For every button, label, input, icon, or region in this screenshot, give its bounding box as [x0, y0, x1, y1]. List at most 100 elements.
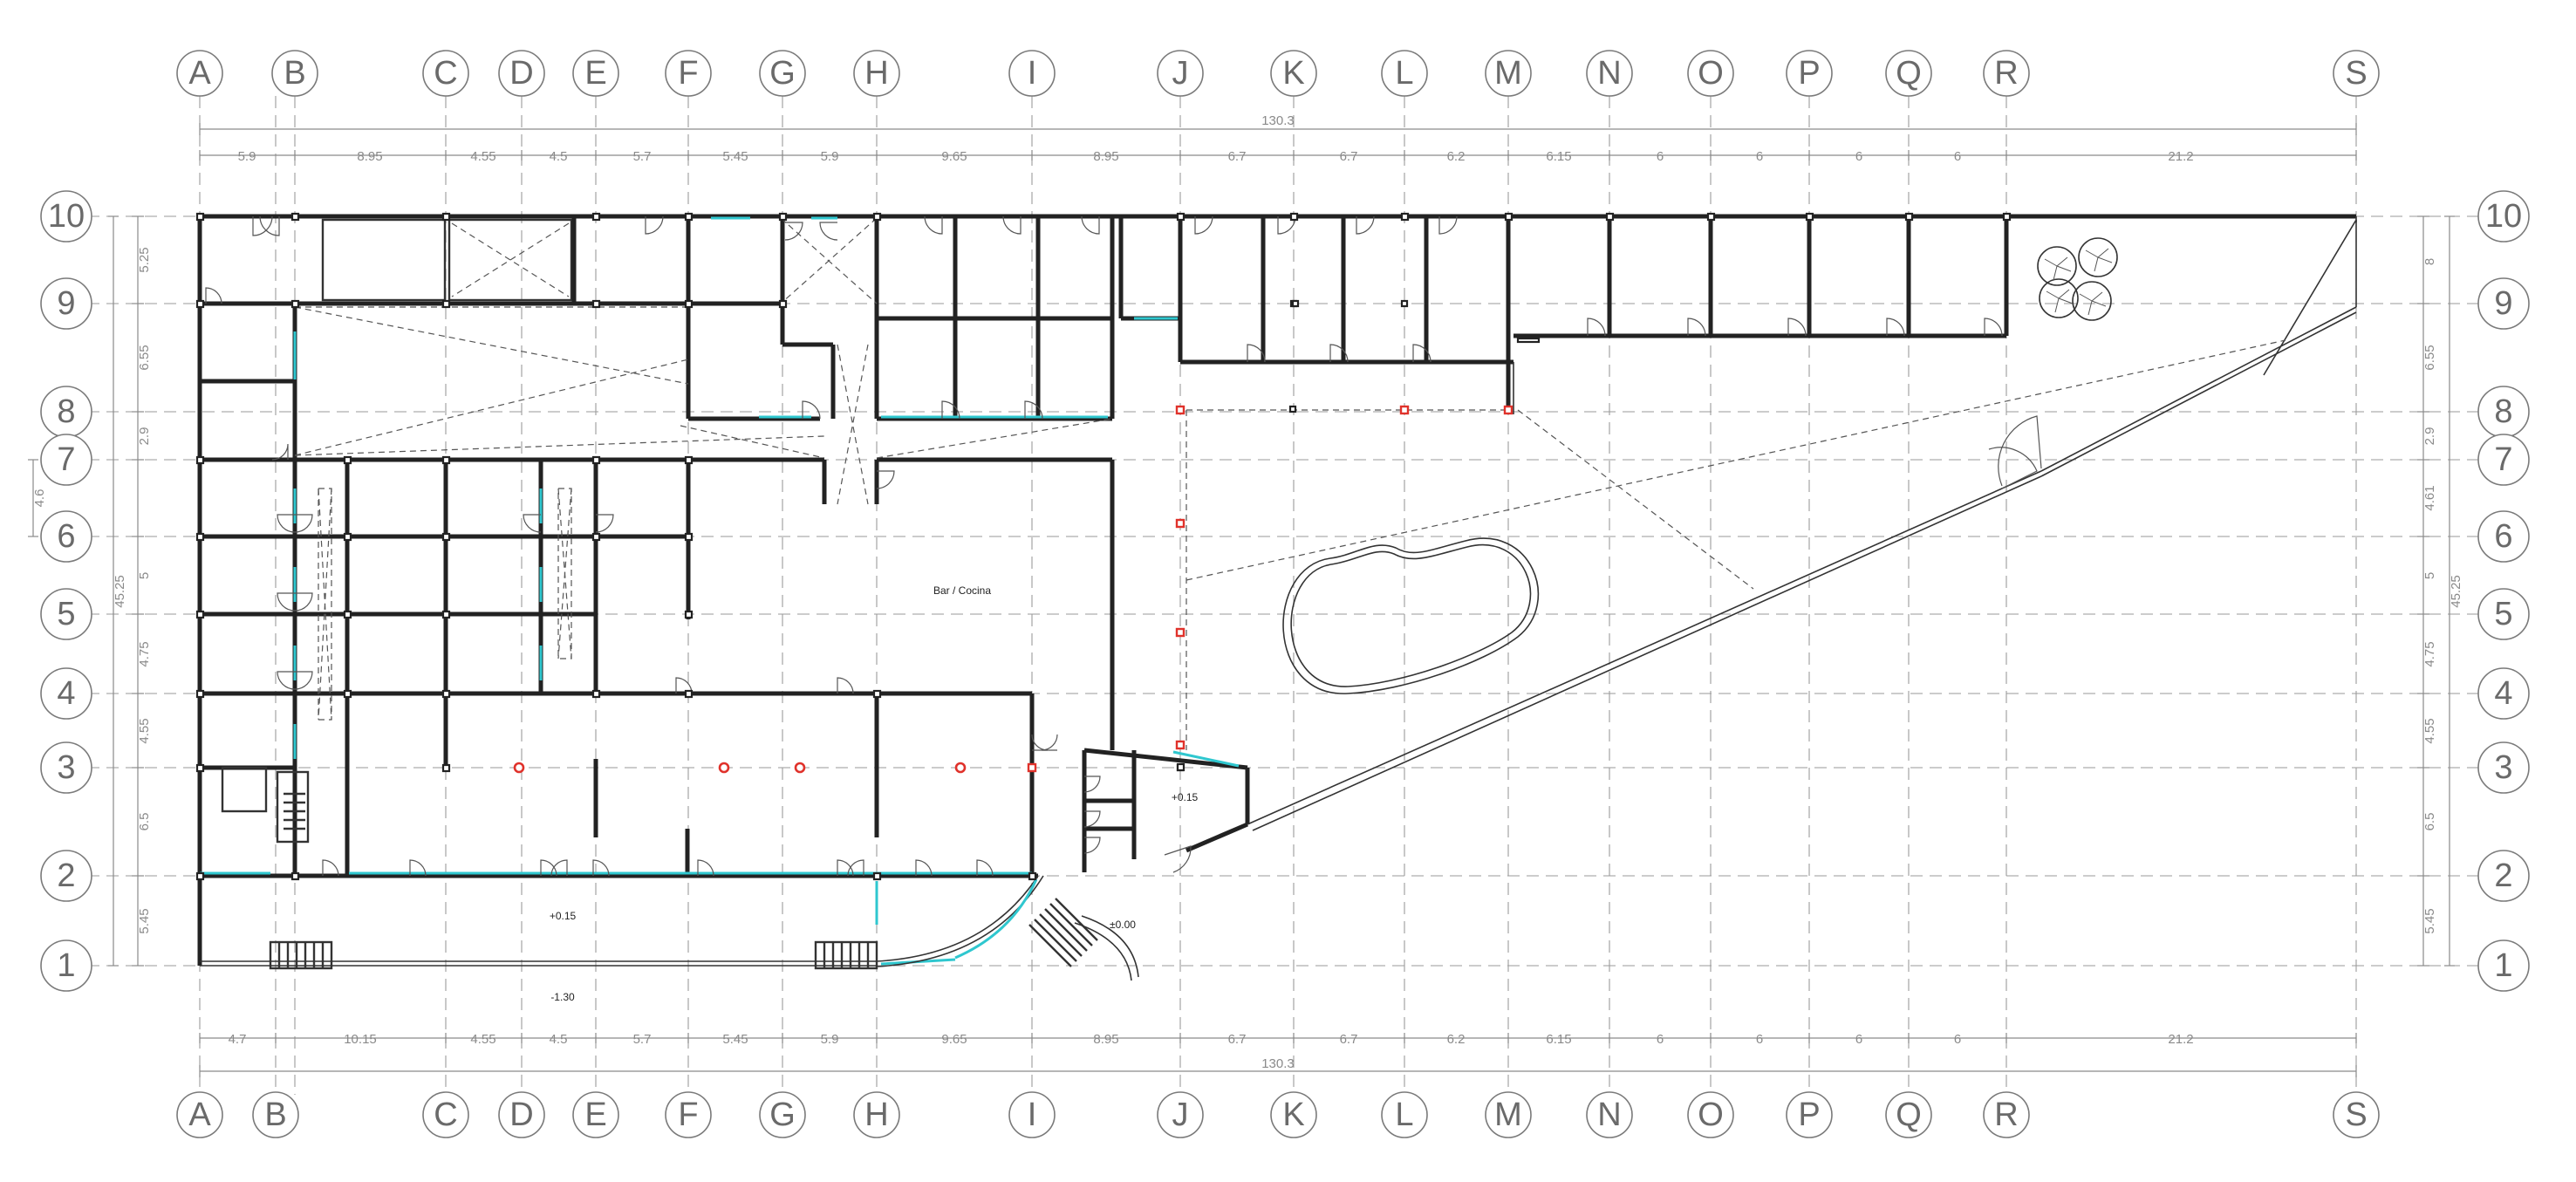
svg-text:4.61: 4.61	[2422, 485, 2437, 510]
dimensions-right: 8 6.55 2.9 4.61 5 4.75 4.55 6.5 5.45 45.…	[2417, 215, 2463, 967]
svg-text:L: L	[1395, 1097, 1413, 1133]
svg-text:6.2: 6.2	[1447, 1032, 1466, 1047]
svg-text:8.95: 8.95	[357, 149, 382, 164]
svg-text:5.45: 5.45	[2422, 908, 2437, 933]
grid-bubbles-right: 10 9 8 7 6 5 4 3 2 1	[2477, 190, 2530, 992]
svg-text:6.15: 6.15	[1546, 149, 1571, 164]
grid-bubbles-left: 10 9 8 7 6 5 4 3 2 1	[40, 190, 92, 992]
svg-text:2: 2	[57, 857, 75, 894]
svg-text:4.75: 4.75	[2422, 641, 2437, 666]
svg-text:9.65: 9.65	[941, 149, 967, 164]
svg-text:J: J	[1172, 55, 1189, 92]
svg-text:E: E	[584, 55, 606, 92]
svg-text:6: 6	[1756, 149, 1763, 164]
svg-text:6.15: 6.15	[1546, 1032, 1571, 1047]
svg-text:B: B	[284, 55, 305, 92]
svg-text:S: S	[2345, 1097, 2367, 1133]
label-level-lobby: +0.15	[550, 910, 577, 922]
svg-text:6: 6	[1954, 149, 1961, 164]
stair-left-core	[284, 792, 305, 830]
small-fixtures	[1176, 299, 1541, 772]
svg-text:P: P	[1798, 1097, 1820, 1133]
svg-text:5.25: 5.25	[137, 247, 152, 272]
svg-text:8: 8	[2422, 258, 2437, 265]
svg-text:6: 6	[57, 518, 75, 555]
doors	[205, 215, 2042, 877]
dimensions-top: 130.3 5.9 8.95 4.55 4.5 5.7 5.45 5.9 9.6…	[199, 113, 2357, 164]
entry-stairs	[1028, 898, 1098, 967]
svg-text:5.45: 5.45	[137, 908, 152, 933]
svg-text:21.2: 21.2	[2168, 149, 2193, 164]
svg-text:5: 5	[137, 572, 152, 579]
svg-text:9.65: 9.65	[941, 1032, 967, 1047]
lower-stairs-left	[269, 940, 333, 970]
svg-text:A: A	[188, 55, 211, 92]
svg-text:6: 6	[1756, 1032, 1763, 1047]
svg-text:2: 2	[2494, 857, 2512, 894]
svg-text:B: B	[264, 1097, 286, 1133]
svg-text:R: R	[1994, 1097, 2018, 1133]
svg-text:10.15: 10.15	[344, 1032, 377, 1047]
label-level-entry: ±0.00	[1110, 919, 1136, 931]
dim-right-total: 45.25	[2449, 575, 2463, 608]
svg-text:C: C	[434, 1097, 457, 1133]
svg-text:H: H	[864, 1097, 888, 1133]
svg-text:5.9: 5.9	[821, 1032, 839, 1047]
svg-text:5: 5	[2422, 572, 2437, 579]
svg-text:6.5: 6.5	[137, 813, 152, 831]
svg-text:H: H	[864, 55, 888, 92]
svg-text:I: I	[1028, 55, 1037, 92]
svg-text:5.45: 5.45	[722, 1032, 748, 1047]
svg-text:A: A	[188, 1097, 211, 1133]
svg-text:5.9: 5.9	[821, 149, 839, 164]
dimensions-bottom: 4.7 10.15 4.55 4.5 5.7 5.45 5.9 9.65 8.9…	[199, 1032, 2357, 1077]
svg-text:O: O	[1698, 55, 1724, 92]
svg-text:4.75: 4.75	[137, 641, 152, 666]
svg-text:8: 8	[2494, 393, 2512, 430]
red-markers	[513, 405, 1513, 774]
svg-text:5: 5	[57, 596, 75, 632]
svg-text:6.2: 6.2	[1447, 149, 1466, 164]
svg-text:6: 6	[1855, 149, 1862, 164]
svg-text:R: R	[1994, 55, 2018, 92]
svg-text:6.5: 6.5	[2422, 813, 2437, 831]
svg-text:7: 7	[57, 441, 75, 478]
svg-text:2.9: 2.9	[2422, 427, 2437, 446]
svg-text:J: J	[1172, 1097, 1189, 1133]
dim-top-total: 130.3	[1261, 113, 1295, 128]
svg-text:4.5: 4.5	[550, 149, 568, 164]
svg-text:4.7: 4.7	[229, 1032, 247, 1047]
label-level-terrace: +0.15	[1172, 791, 1199, 803]
svg-text:M: M	[1494, 1097, 1522, 1133]
svg-text:K: K	[1282, 1097, 1304, 1133]
svg-text:Q: Q	[1896, 55, 1922, 92]
svg-text:Q: Q	[1896, 1097, 1922, 1133]
svg-text:D: D	[509, 55, 533, 92]
svg-text:K: K	[1282, 55, 1304, 92]
dim-left-total: 45.25	[113, 575, 127, 608]
svg-text:10: 10	[2485, 198, 2522, 235]
grid-bubbles-bottom: A B C D E F G H I J K L M N O P Q R S	[176, 1091, 2380, 1138]
svg-text:4: 4	[57, 675, 75, 712]
svg-text:8.95: 8.95	[1093, 149, 1118, 164]
svg-text:3: 3	[2494, 749, 2512, 786]
svg-text:I: I	[1028, 1097, 1037, 1133]
grid-bubbles-top: A B C D E F G H I J K L M N O P Q R S	[176, 50, 2380, 97]
svg-text:9: 9	[2494, 285, 2512, 322]
lower-stairs-right	[814, 940, 878, 970]
columns	[195, 212, 2012, 881]
svg-text:D: D	[509, 1097, 533, 1133]
svg-text:21.2: 21.2	[2168, 1032, 2193, 1047]
svg-text:5.9: 5.9	[238, 149, 256, 164]
hidden-lines	[294, 217, 2286, 750]
svg-text:O: O	[1698, 1097, 1724, 1133]
svg-text:F: F	[678, 1097, 698, 1133]
building-walls	[197, 214, 2357, 967]
svg-text:6: 6	[2494, 518, 2512, 555]
pool	[1282, 537, 1540, 694]
svg-text:S: S	[2345, 55, 2367, 92]
svg-text:5.45: 5.45	[722, 149, 748, 164]
svg-text:4.55: 4.55	[2422, 718, 2437, 743]
svg-text:6.7: 6.7	[1340, 1032, 1358, 1047]
svg-text:6.7: 6.7	[1228, 149, 1247, 164]
